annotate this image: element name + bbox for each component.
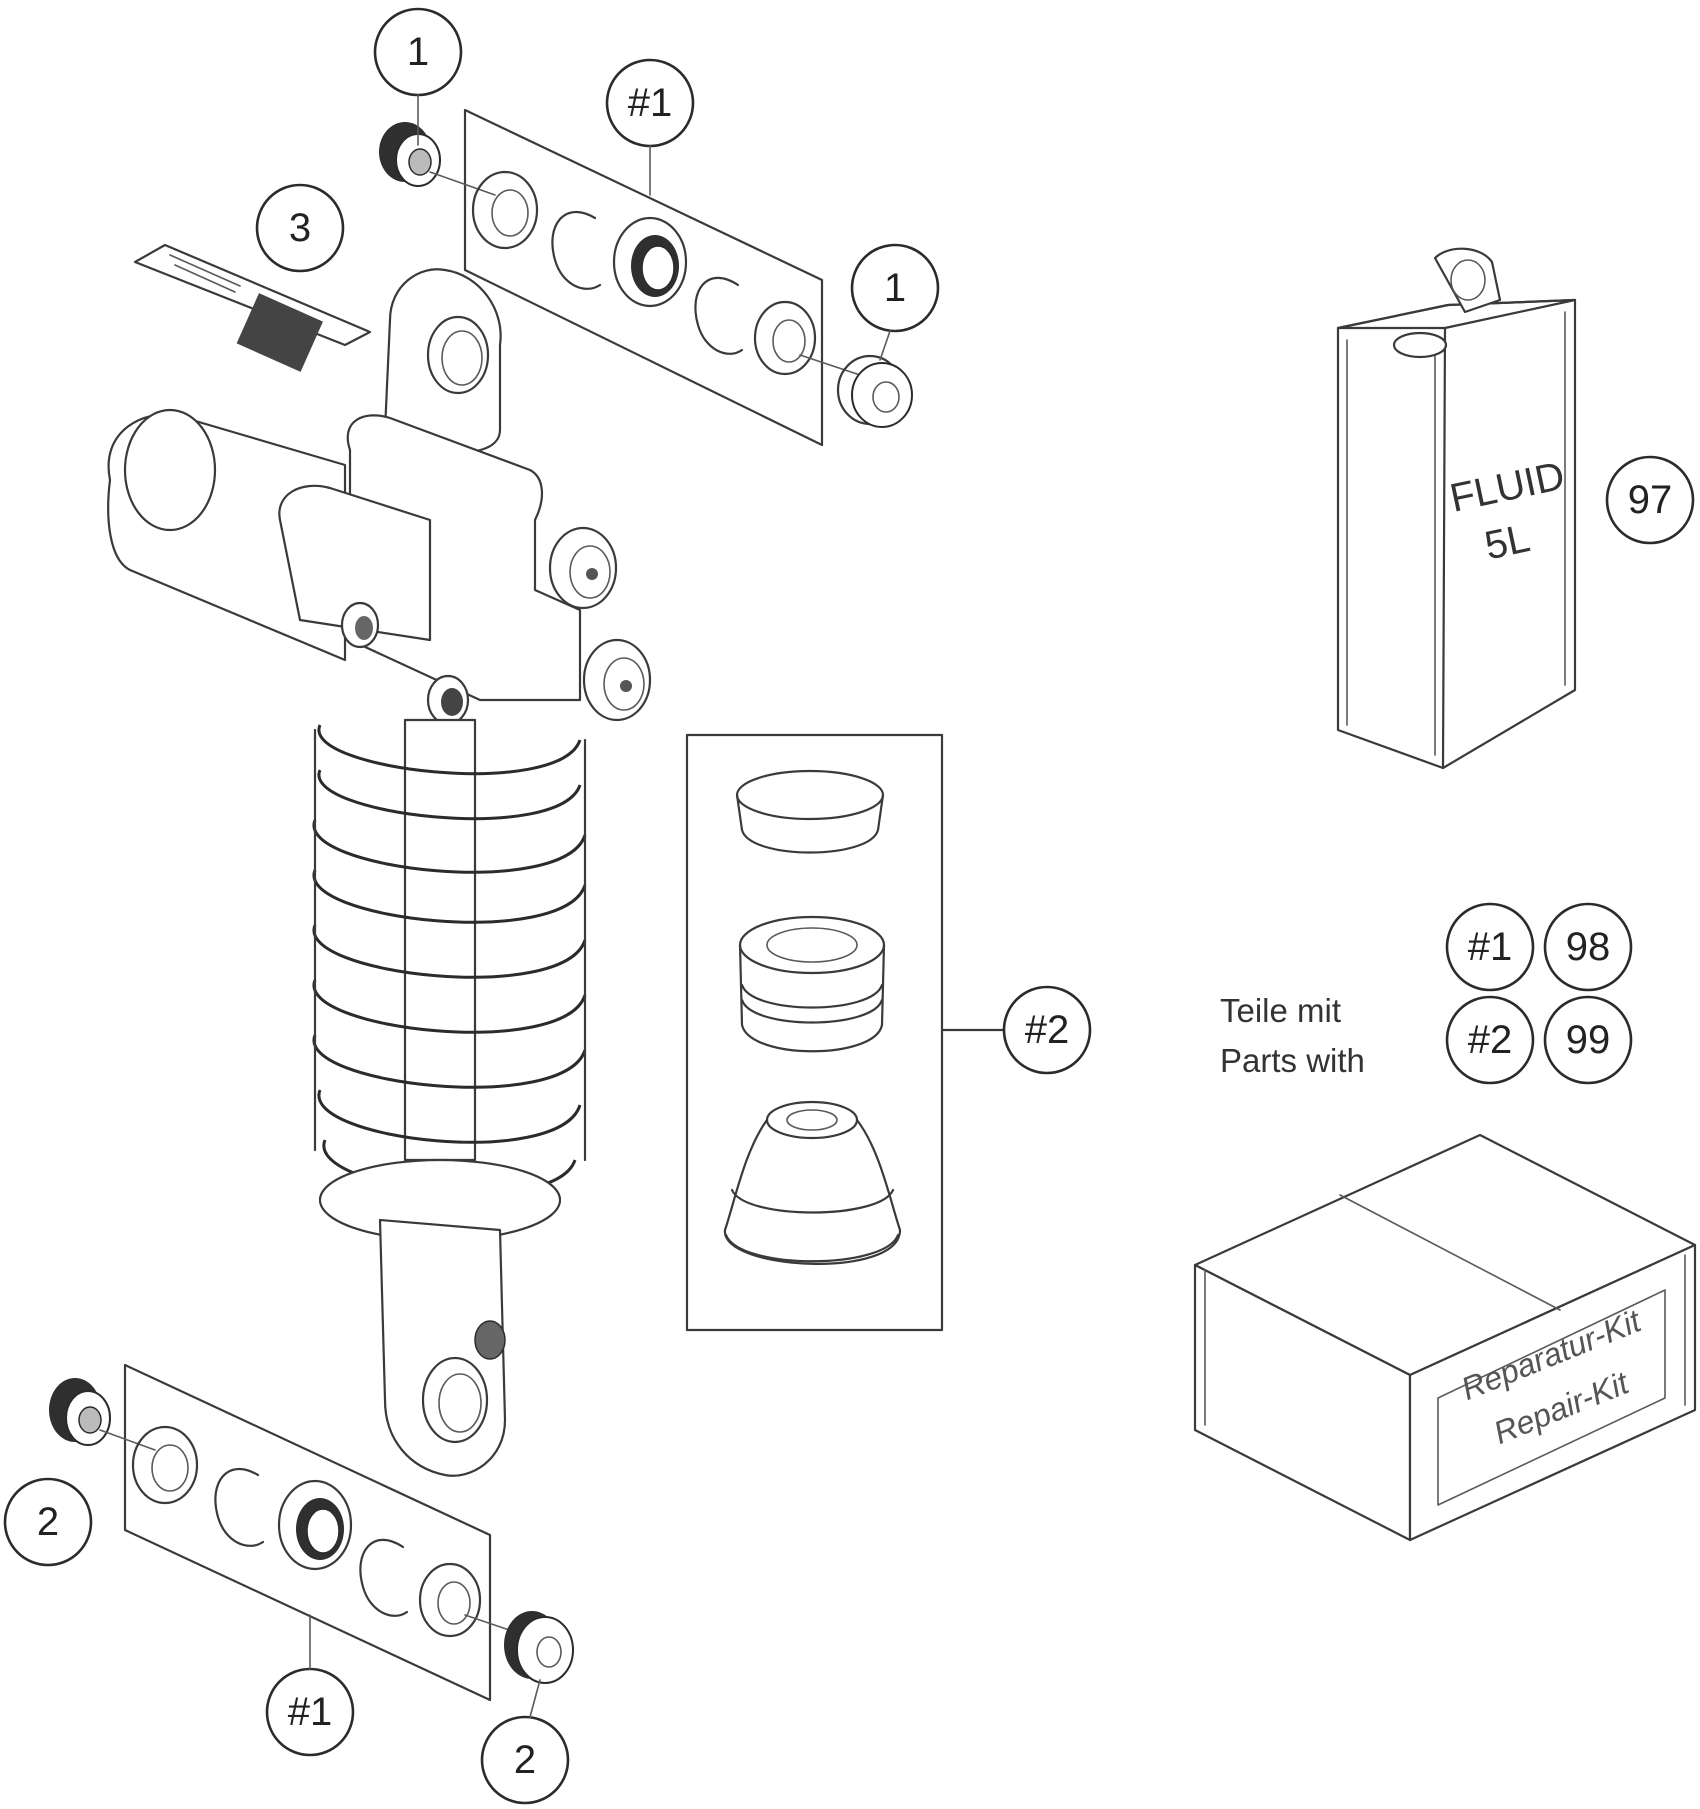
piston-rod: [403, 718, 477, 1162]
upper-circlip-2: [694, 276, 744, 355]
callout-1-right: 1: [850, 243, 940, 361]
reservoir: [107, 408, 347, 662]
upper-circlip: [551, 211, 602, 290]
label-sticker: [133, 243, 372, 372]
lower-spherical-bearing: [277, 1479, 353, 1571]
callout-1-top-text: 1: [407, 30, 429, 74]
bottom-eye: [378, 1218, 507, 1477]
bump-stop: [723, 1100, 902, 1265]
callout-kit1-bottom: #1: [265, 1614, 355, 1757]
top-eye: [383, 268, 502, 453]
kit-2-panel: [685, 733, 944, 1332]
side-bolt: [340, 601, 380, 649]
legend-row-2-kit: #2: [1468, 1018, 1513, 1062]
upper-spherical-bearing: [612, 216, 688, 308]
fluid-can-label-line2: 5L: [1481, 516, 1534, 568]
callout-2-left: 2: [3, 1477, 93, 1567]
callout-kit1-top-text: #1: [628, 81, 673, 125]
kit-panel-upper: [463, 108, 824, 447]
callout-3-text: 3: [289, 206, 311, 250]
lower-seal-ring-2: [418, 1562, 482, 1638]
fluid-can: FLUID 5L: [1336, 247, 1577, 770]
repair-kit-box: Reparatur-Kit Repair-Kit: [1193, 1133, 1697, 1542]
preload-bolt: [426, 674, 470, 726]
upper-seal-ring-2: [753, 300, 817, 376]
callout-97-text: 97: [1628, 478, 1673, 522]
lower-circlip-2: [359, 1538, 409, 1617]
lower-circlip: [214, 1468, 265, 1547]
seal-head: [738, 915, 886, 1053]
callout-3: 3: [255, 183, 345, 273]
coil-spring: [312, 724, 587, 1195]
callout-kit2: #2: [1002, 985, 1092, 1075]
rebound-adjuster: [582, 638, 652, 722]
callout-2-bottom: 2: [480, 1679, 570, 1805]
shock-absorber: [107, 268, 652, 1477]
callout-2-left-text: 2: [37, 1500, 59, 1544]
legend-row-1: #1 98: [1445, 902, 1633, 992]
legend-label-en: Parts with: [1220, 1042, 1365, 1079]
legend-row-2: #2 99: [1445, 995, 1633, 1085]
kit-panel-lower: [123, 1363, 492, 1702]
callout-97: 97: [1605, 455, 1695, 545]
lower-right-bushing: [504, 1611, 574, 1684]
upper-seal-ring: [471, 170, 539, 250]
lower-bearing-kit: [49, 1363, 574, 1702]
lower-left-bushing: [49, 1378, 111, 1446]
callout-kit1-bottom-text: #1: [288, 1690, 333, 1734]
upper-left-bushing: [379, 122, 441, 187]
callout-2-bottom-text: 2: [514, 1738, 536, 1782]
legend-row-1-number: 98: [1566, 925, 1611, 969]
callout-kit1-top: #1: [605, 58, 695, 196]
legend-label-de: Teile mit: [1220, 992, 1341, 1029]
guide-ring: [735, 769, 885, 854]
legend-row-2-number: 99: [1566, 1018, 1611, 1062]
legend-row-1-kit: #1: [1468, 925, 1513, 969]
damper-head: [278, 414, 652, 726]
upper-right-bushing: [836, 354, 913, 428]
callout-kit2-text: #2: [1025, 1008, 1070, 1052]
compression-adjuster: [548, 526, 618, 610]
callout-1-top: 1: [373, 7, 463, 146]
callout-1-right-text: 1: [884, 266, 906, 310]
lower-seal-ring: [131, 1425, 199, 1505]
